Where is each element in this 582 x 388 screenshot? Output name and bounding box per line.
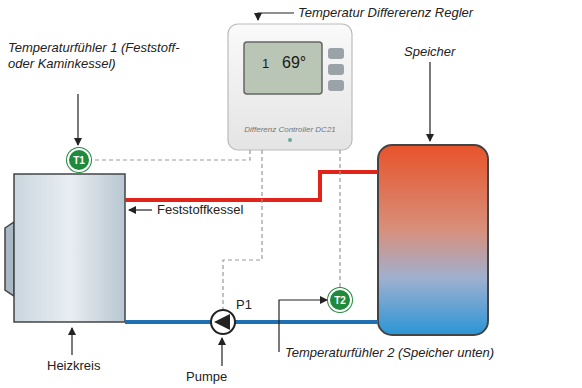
part-label: Feststoffkessel [157,202,243,218]
callout-label: Temperatur Differerenz Regler [298,5,473,21]
sensor-label: T1 [73,155,85,166]
part-label: Heizkreis [47,358,100,374]
display-digit: 1 [262,56,269,72]
callout-label: Temperaturfühler 1 (Feststoff- oder Kami… [8,40,208,71]
sensor-label: T2 [334,295,346,306]
part-label: Pumpe [186,369,227,385]
storage-tank [378,145,488,335]
callout-label: Temperaturfühler 2 (Speicher unten) [285,345,494,361]
sensor-circle: T1 [67,148,91,172]
controller-device [228,24,352,150]
leader-lines [72,13,430,366]
control-wire [223,150,262,309]
sensor-wire [91,150,250,160]
controller: Differenz Controller DC21 [228,24,352,150]
return-pipe [125,320,378,324]
device-label: Differenz Controller DC21 [244,125,336,134]
solid-fuel-boiler [5,174,125,322]
pump-number: P1 [236,297,252,313]
pump-symbol [211,310,235,334]
display-value: 69° [282,53,306,72]
callout-label: Speicher [404,44,455,60]
sensor-wire [339,150,340,288]
sensor-circle: T2 [328,288,352,312]
